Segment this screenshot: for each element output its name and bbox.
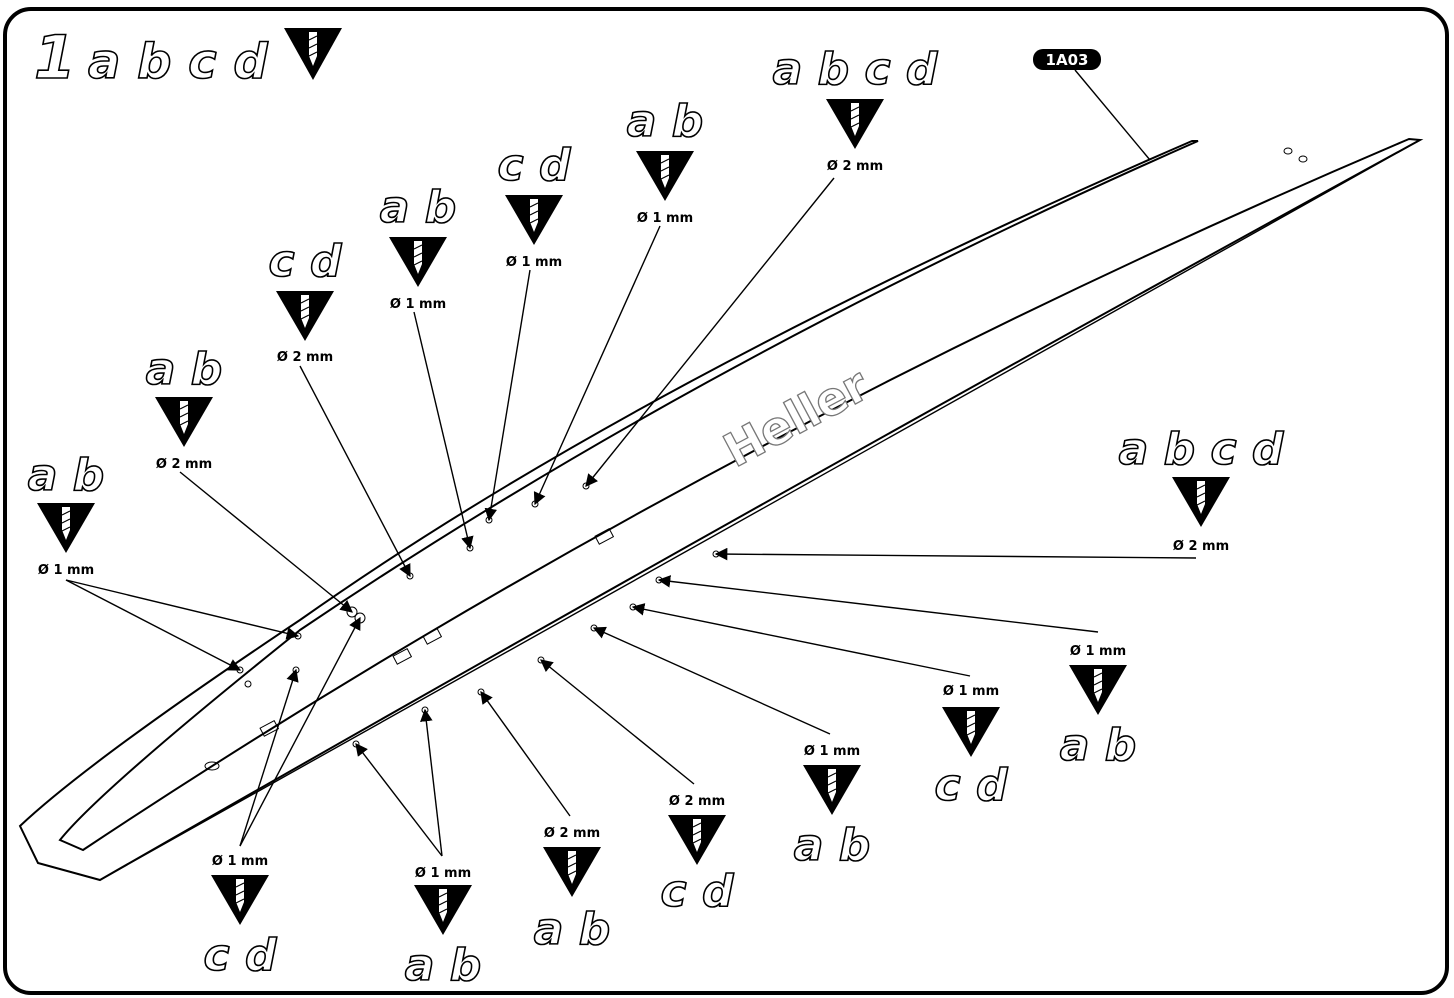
drill-bit-icon bbox=[942, 707, 1000, 757]
callout-11: a b Ø 1 mm bbox=[793, 744, 871, 872]
part-outline bbox=[18, 137, 1424, 882]
callout-diameter: Ø 2 mm bbox=[156, 457, 212, 472]
callout-diameter: Ø 2 mm bbox=[827, 159, 883, 174]
callout-variants: a b bbox=[146, 344, 223, 395]
drill-bit-icon bbox=[505, 195, 563, 245]
callout-10: c d Ø 1 mm bbox=[934, 684, 1009, 812]
drill-bit-icon bbox=[389, 237, 447, 287]
callout-variants: c d bbox=[498, 140, 571, 191]
callout-diameter: Ø 2 mm bbox=[277, 350, 333, 365]
drill-bit-icon bbox=[636, 151, 694, 201]
step-header: 1 a b c d bbox=[33, 22, 342, 94]
callout-variants: a b bbox=[534, 904, 611, 955]
callout-variants: a b bbox=[627, 96, 704, 147]
callout-12: c d Ø 2 mm bbox=[660, 794, 735, 918]
callout-variants: a b c d bbox=[1119, 424, 1284, 475]
callout-diameter: Ø 1 mm bbox=[212, 854, 268, 869]
callout-diameter: Ø 1 mm bbox=[804, 744, 860, 759]
drill-bit-icon bbox=[284, 28, 342, 80]
part-code: 1A03 bbox=[1046, 51, 1089, 69]
callout-variants: c d bbox=[269, 236, 342, 287]
drill-bit-icon bbox=[211, 875, 269, 925]
drill-bit-icon bbox=[276, 291, 334, 341]
callout-variants: a b bbox=[405, 940, 482, 991]
callout-variants: c d bbox=[935, 760, 1008, 811]
callout-diameter: Ø 2 mm bbox=[544, 826, 600, 841]
callout-diameter: Ø 1 mm bbox=[1070, 644, 1126, 659]
callout-diameter: Ø 2 mm bbox=[1173, 539, 1229, 554]
callout-7: a b Ø 1 mm bbox=[27, 449, 105, 578]
callout-13: a b Ø 2 mm bbox=[533, 826, 611, 956]
drill-bit-icon bbox=[414, 885, 472, 935]
callout-variants: c d bbox=[204, 930, 277, 981]
callout-variants: a b bbox=[1060, 720, 1137, 771]
callout-diameter: Ø 1 mm bbox=[637, 211, 693, 226]
callout-8: a b c d Ø 2 mm bbox=[1118, 423, 1285, 554]
callout-diameter: Ø 1 mm bbox=[415, 866, 471, 881]
callout-diameter: Ø 1 mm bbox=[390, 297, 446, 312]
callout-variants: a b c d bbox=[773, 44, 938, 95]
callout-leaders bbox=[65, 177, 1197, 857]
callout-9: a b Ø 1 mm bbox=[1059, 644, 1137, 772]
callout-diameter: Ø 1 mm bbox=[943, 684, 999, 699]
callout-15: c d Ø 1 mm bbox=[203, 854, 278, 982]
callout-6: a b Ø 2 mm bbox=[145, 343, 223, 472]
callout-variants: c d bbox=[661, 866, 734, 917]
drill-bit-icon bbox=[826, 99, 884, 149]
callout-variants: a b bbox=[794, 820, 871, 871]
header-variants: a b c d bbox=[88, 34, 268, 90]
callout-14: a b Ø 1 mm bbox=[404, 866, 482, 992]
drill-bit-icon bbox=[543, 847, 601, 897]
drill-bit-icon bbox=[1172, 477, 1230, 527]
callout-3: c d Ø 1 mm bbox=[497, 139, 572, 270]
callout-variants: a b bbox=[28, 450, 105, 501]
callout-variants: a b bbox=[380, 182, 457, 233]
part-code-badge: 1A03 bbox=[1033, 49, 1151, 161]
callout-diameter: Ø 2 mm bbox=[669, 794, 725, 809]
drill-bit-icon bbox=[803, 765, 861, 815]
callout-1: a b c d Ø 2 mm bbox=[772, 43, 939, 174]
callout-2: a b Ø 1 mm bbox=[626, 95, 704, 226]
drill-bit-icon bbox=[1069, 665, 1127, 715]
drill-bit-icon bbox=[668, 815, 726, 865]
drill-bit-icon bbox=[155, 397, 213, 447]
step-number: 1 bbox=[34, 23, 76, 93]
callout-4: a b Ø 1 mm bbox=[379, 181, 457, 312]
callout-5: c d Ø 2 mm bbox=[268, 235, 343, 365]
callout-layer: a b c d Ø 2 mm a b Ø 1 mm c d Ø 1 mm a b Ø 1 mm… bbox=[27, 43, 1285, 992]
callout-diameter: Ø 1 mm bbox=[38, 563, 94, 578]
drill-bit-icon bbox=[37, 503, 95, 553]
callout-diameter: Ø 1 mm bbox=[506, 255, 562, 270]
